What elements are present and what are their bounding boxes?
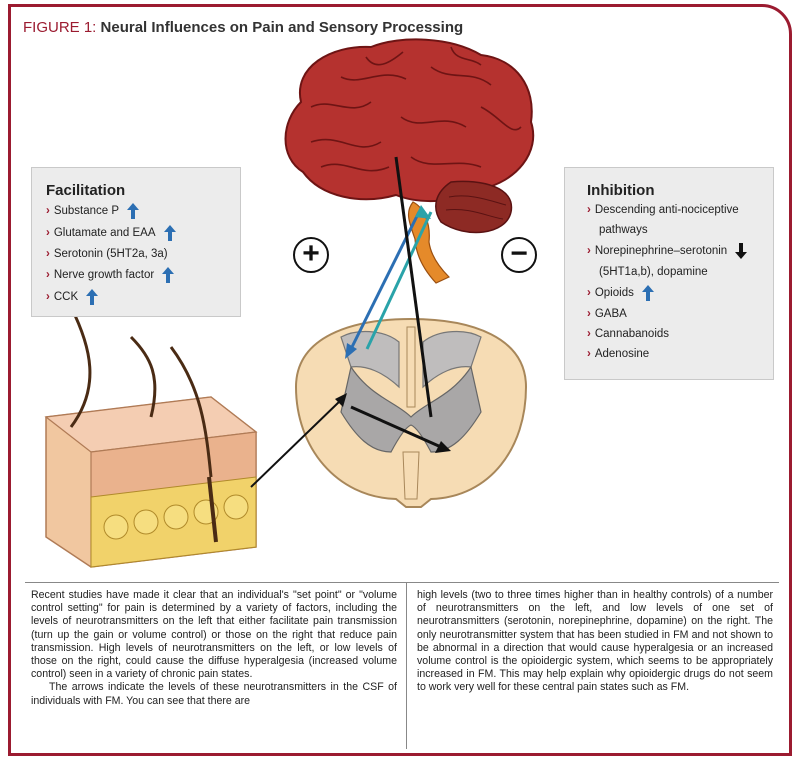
facilitation-heading: Facilitation xyxy=(46,182,126,199)
facilitation-list: ›Substance P›Glutamate and EAA›Serotonin… xyxy=(46,203,240,305)
inhibition-item: ›Opioids xyxy=(587,285,773,301)
arrow-up-icon xyxy=(163,225,176,241)
inhibition-item: ›Adenosine xyxy=(587,347,773,361)
inhibition-item-label: GABA xyxy=(594,308,627,320)
facilitation-item-label: CCK xyxy=(53,291,79,304)
inhibition-item-label: pathways xyxy=(599,224,648,236)
facilitation-item-label: Substance P xyxy=(53,205,120,218)
arrow-up-icon xyxy=(86,289,99,305)
facilitation-item-label: Nerve growth factor xyxy=(53,269,155,282)
inhibition-item: (5HT1a,b), dopamine xyxy=(587,265,773,279)
skin-illustration xyxy=(44,306,258,568)
arrow-up-icon xyxy=(641,285,654,301)
chevron-right-icon: › xyxy=(587,308,591,320)
arrow-up-icon xyxy=(127,203,140,219)
inhibition-item: ›GABA xyxy=(587,307,773,321)
chevron-right-icon: › xyxy=(46,205,50,218)
chevron-right-icon: › xyxy=(46,227,50,240)
facilitation-item: ›Nerve growth factor xyxy=(46,267,240,283)
chevron-right-icon: › xyxy=(587,348,591,360)
pathway-arrows xyxy=(250,156,451,488)
facilitation-item: ›Glutamate and EAA xyxy=(46,225,240,241)
facilitation-item: ›CCK xyxy=(46,289,240,305)
figure-title: FIGURE 1: Neural Influences on Pain and … xyxy=(23,19,463,36)
inhibition-item-label: Descending anti-nociceptive xyxy=(594,204,739,216)
inhibition-item: pathways xyxy=(587,223,773,237)
caption-right-column: high levels (two to three times higher t… xyxy=(417,589,773,695)
illustration xyxy=(44,38,535,568)
facilitation-box: Facilitation ›Substance P›Glutamate and … xyxy=(31,167,241,317)
caption-right-p1: high levels (two to three times higher t… xyxy=(417,589,773,694)
chevron-right-icon: › xyxy=(587,204,591,216)
inhibition-item-label: (5HT1a,b), dopamine xyxy=(599,266,708,278)
chevron-right-icon: › xyxy=(587,328,591,340)
facilitation-item-label: Serotonin (5HT2a, 3a) xyxy=(53,248,168,260)
inhibition-item: ›Descending anti-nociceptive xyxy=(587,203,773,217)
spinal-cord-illustration xyxy=(294,317,528,508)
inhibition-item: ›Cannabanoids xyxy=(587,327,773,341)
caption-left-column: Recent studies have made it clear that a… xyxy=(31,589,397,708)
minus-symbol: − xyxy=(501,237,537,273)
caption-divider xyxy=(406,583,407,749)
facilitation-item-label: Glutamate and EAA xyxy=(53,227,156,240)
inhibition-item-label: Norepinephrine–serotonin xyxy=(594,245,728,258)
arrow-down-icon xyxy=(735,243,748,259)
brain-illustration xyxy=(284,38,535,284)
figure-title-text: Neural Influences on Pain and Sensory Pr… xyxy=(100,19,464,36)
inhibition-item-label: Opioids xyxy=(594,287,634,300)
chevron-right-icon: › xyxy=(46,291,50,304)
inhibition-item-label: Adenosine xyxy=(594,348,650,360)
caption-left-p2: The arrows indicate the levels of these … xyxy=(31,681,397,707)
arrow-up-icon xyxy=(162,267,175,283)
caption-left-p1: Recent studies have made it clear that a… xyxy=(31,589,397,681)
inhibition-item-label: Cannabanoids xyxy=(594,328,670,340)
chevron-right-icon: › xyxy=(46,269,50,282)
chevron-right-icon: › xyxy=(587,245,591,258)
chevron-right-icon: › xyxy=(46,248,50,260)
chevron-right-icon: › xyxy=(587,287,591,300)
facilitation-item: ›Substance P xyxy=(46,203,240,219)
plus-symbol: + xyxy=(293,237,329,273)
facilitation-item: ›Serotonin (5HT2a, 3a) xyxy=(46,247,240,261)
figure-label: FIGURE 1: xyxy=(23,19,97,36)
caption: Recent studies have made it clear that a… xyxy=(25,582,779,749)
inhibition-heading: Inhibition xyxy=(587,182,655,199)
figure-frame: FIGURE 1: Neural Influences on Pain and … xyxy=(8,4,792,756)
inhibition-item: ›Norepinephrine–serotonin xyxy=(587,243,773,259)
